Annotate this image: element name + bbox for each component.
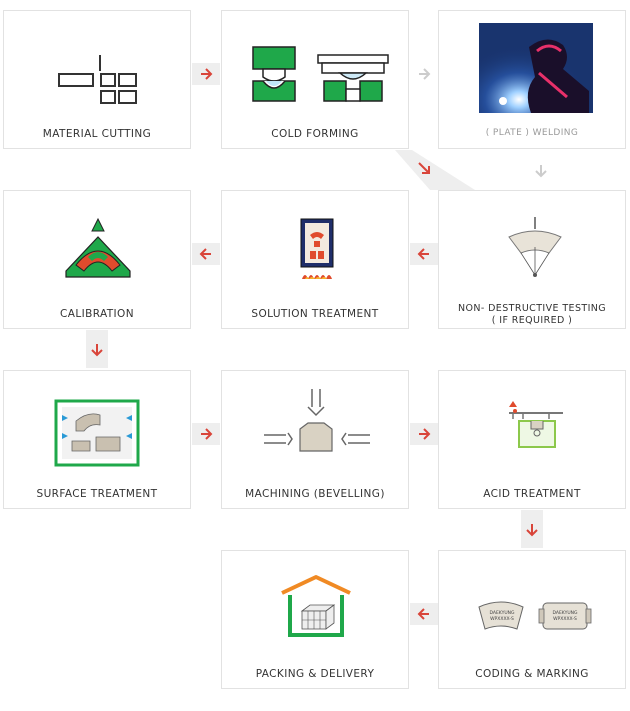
marking-text-2: WPXXXX-S — [490, 616, 514, 622]
step-calibration[interactable]: CALIBRATION — [3, 190, 191, 329]
connector-welding-to-ndt — [530, 160, 552, 184]
connector-ndt-to-solution — [410, 243, 438, 265]
step-label: PACKING & DELIVERY — [255, 668, 375, 680]
arrow-left-icon — [199, 248, 211, 260]
step-plate-welding[interactable]: ( PLATE ) WELDING — [438, 10, 626, 149]
arrow-left-icon — [417, 248, 429, 260]
step-coding[interactable]: DAEKYUNG WPXXXX-S DAEKYUNG WPXXXX-S CODI… — [438, 550, 626, 689]
connector-solution-to-calibration — [192, 243, 220, 265]
arrow-down-icon — [526, 524, 538, 537]
warehouse-crate-icon — [281, 575, 351, 637]
step-surface-treatment[interactable]: SURFACE TREATMENT — [3, 370, 191, 509]
step-ndt[interactable]: NON- DESTRUCTIVE TESTING ( IF REQUIRED ) — [438, 190, 626, 329]
connector-cutting-to-forming — [192, 63, 220, 85]
connector-forming-to-welding — [410, 63, 438, 85]
cut-pipes-icon — [58, 55, 137, 104]
step-packing[interactable]: PACKING & DELIVERY — [221, 550, 409, 689]
arrow-right-icon — [419, 68, 431, 80]
press-die-icon — [252, 46, 389, 102]
arrow-right-icon — [201, 428, 213, 440]
marking-text-4: WPXXXX-S — [553, 616, 577, 622]
step-label: ( PLATE ) WELDING — [485, 128, 579, 138]
step-label: CODING & MARKING — [475, 668, 589, 680]
bevelling-machine-icon — [264, 389, 370, 452]
marked-fittings-icon: DAEKYUNG WPXXXX-S DAEKYUNG WPXXXX-S — [478, 601, 592, 630]
xray-inspection-icon — [508, 217, 562, 277]
arrow-down-icon — [535, 165, 547, 178]
step-solution-treatment[interactable]: SOLUTION TREATMENT — [221, 190, 409, 329]
connector-coding-to-packing — [410, 603, 438, 625]
step-label: ACID TREATMENT — [483, 488, 581, 500]
connector-machining-to-acid — [410, 423, 438, 445]
step-label: MACHINING (BEVELLING) — [245, 488, 385, 500]
connector-calibration-to-surface — [86, 330, 108, 368]
marking-text-3: DAEKYUNG — [553, 610, 579, 616]
step-machining[interactable]: MACHINING (BEVELLING) — [221, 370, 409, 509]
connector-surface-to-machining — [192, 423, 220, 445]
step-label: CALIBRATION — [60, 308, 134, 320]
arrow-left-icon — [417, 608, 429, 620]
arrow-down-icon — [91, 344, 103, 357]
step-label: NON- DESTRUCTIVE TESTING — [457, 303, 607, 314]
acid-tank-icon — [509, 401, 563, 448]
step-label: MATERIAL CUTTING — [42, 128, 152, 140]
step-label: SOLUTION TREATMENT — [251, 308, 379, 320]
connector-forming-to-ndt — [414, 158, 436, 180]
arrow-right-icon — [201, 68, 213, 80]
shot-blast-chamber-icon — [54, 399, 140, 467]
step-sublabel: ( IF REQUIRED ) — [491, 315, 573, 326]
step-label: SURFACE TREATMENT — [36, 488, 158, 500]
connector-acid-to-coding — [521, 510, 543, 548]
step-acid-treatment[interactable]: ACID TREATMENT — [438, 370, 626, 509]
welder-photo-icon — [479, 23, 593, 113]
step-material-cutting[interactable]: MATERIAL CUTTING — [3, 10, 191, 149]
calibration-die-icon — [65, 217, 131, 278]
arrow-diagonal-icon — [418, 162, 430, 174]
step-cold-forming[interactable]: COLD FORMING — [221, 10, 409, 149]
step-label: COLD FORMING — [271, 128, 359, 140]
arrow-right-icon — [419, 428, 431, 440]
step-label-ndt: NON- DESTRUCTIVE TESTING ( IF REQUIRED ) — [439, 303, 625, 327]
furnace-icon — [300, 218, 334, 279]
marking-text-1: DAEKYUNG — [490, 610, 516, 616]
